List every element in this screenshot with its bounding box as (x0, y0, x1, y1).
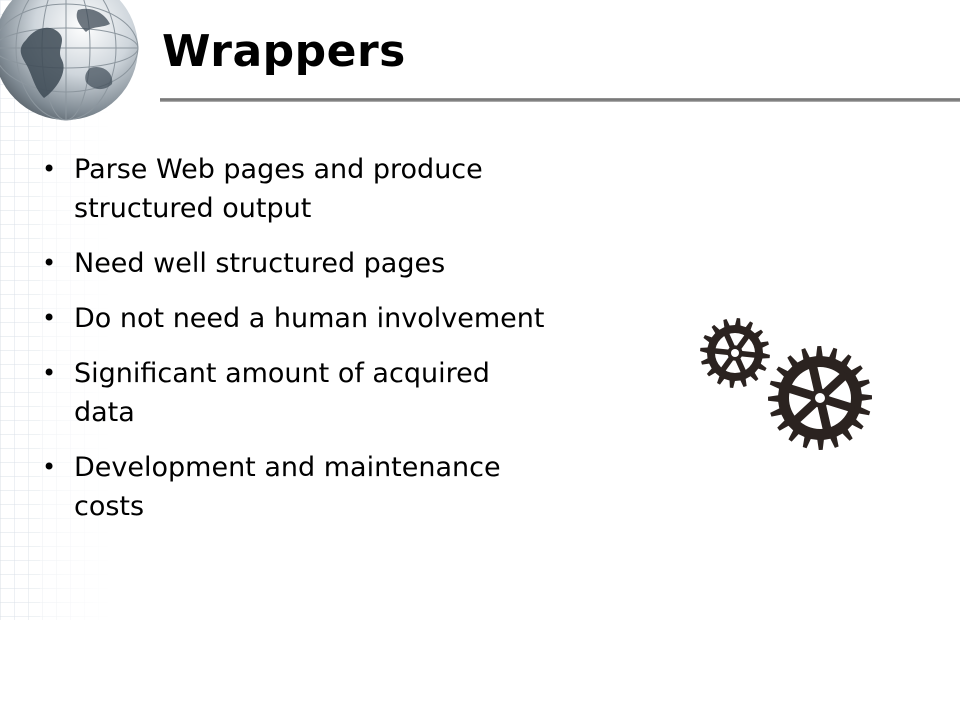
small-gear-icon (700, 318, 770, 388)
bullet-list: • Parse Web pages and produce structured… (36, 150, 556, 542)
large-gear-icon (768, 346, 872, 450)
bullet-item: • Parse Web pages and produce structured… (36, 150, 556, 228)
bullet-marker: • (42, 249, 57, 277)
title-divider (160, 98, 960, 102)
bullet-item: • Do not need a human involvement (36, 299, 556, 338)
bullet-marker: • (42, 359, 57, 387)
bullet-marker: • (42, 155, 57, 183)
bullet-text: Development and maintenance costs (74, 452, 501, 522)
gears-icon (700, 318, 872, 450)
bullet-text: Parse Web pages and produce structured o… (74, 154, 483, 224)
bullet-marker: • (42, 304, 57, 332)
bullet-item: • Significant amount of acquired data (36, 354, 556, 432)
bullet-text: Significant amount of acquired data (74, 358, 490, 428)
bullet-text: Need well structured pages (74, 248, 446, 279)
gear-axle-hole (815, 393, 825, 403)
slide-title: Wrappers (162, 26, 406, 77)
globe-icon (0, 0, 139, 121)
gear-axle-hole (731, 349, 739, 357)
bullet-marker: • (42, 453, 57, 481)
gear-body (768, 346, 872, 450)
gear-body (700, 318, 770, 388)
bullet-item: • Need well structured pages (36, 244, 556, 283)
bullet-item: • Development and maintenance costs (36, 448, 556, 526)
bullet-text: Do not need a human involvement (74, 303, 545, 334)
